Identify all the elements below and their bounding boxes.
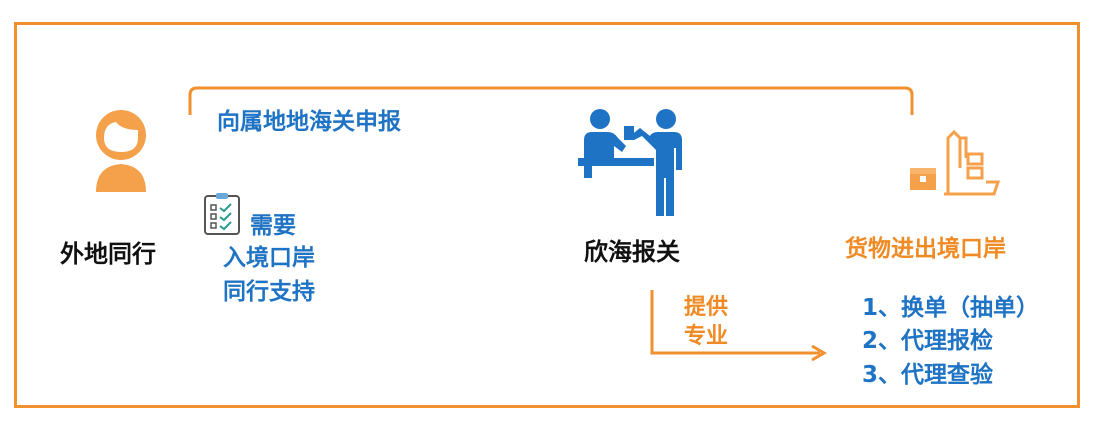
needs-line3: 同行支持: [223, 279, 315, 305]
provide-arrow-line: [650, 290, 820, 355]
customs-counter-icon: [578, 106, 690, 218]
center-party-label: 欣海报关: [584, 238, 680, 266]
needs-line1: 需要: [250, 213, 296, 239]
service-item-2: 2、代理报检: [862, 328, 994, 354]
needs-line2: 入境口岸: [223, 245, 315, 271]
port-crane-icon: [908, 128, 1000, 196]
provide-line2: 专业: [684, 324, 729, 349]
service-item-3: 3、代理查验: [862, 362, 994, 388]
right-party-label: 货物进出境口岸: [845, 236, 1006, 262]
service-item-1: 1、换单（抽单）: [862, 295, 1040, 321]
declaration-bracket: [188, 86, 914, 115]
left-party-label: 外地同行: [60, 240, 156, 268]
declaration-label: 向属地地海关申报: [217, 109, 401, 135]
person-icon: [88, 108, 154, 192]
diagram-frame: [14, 22, 1080, 408]
provide-arrow-head: [811, 344, 827, 362]
provide-line1: 提供: [684, 295, 729, 320]
checklist-icon: [203, 192, 241, 236]
